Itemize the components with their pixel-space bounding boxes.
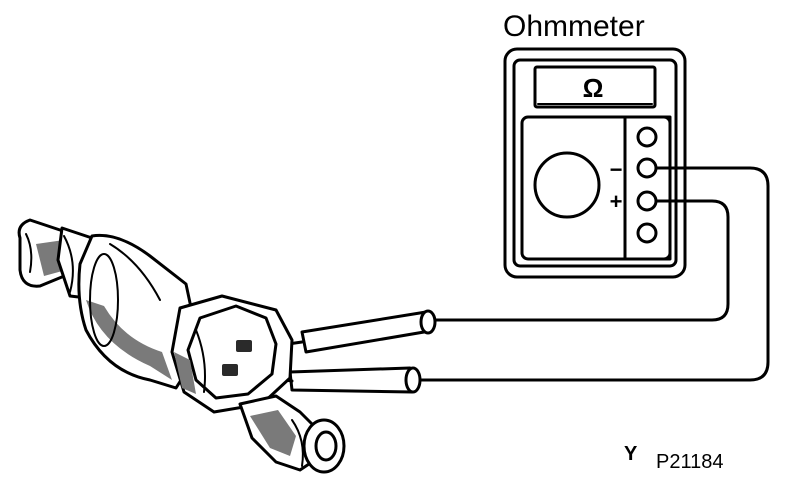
fuel-injector xyxy=(17,218,346,474)
plus-label: + xyxy=(610,189,623,214)
minus-label: − xyxy=(610,157,623,182)
jack-plus xyxy=(636,190,658,212)
meter-dial xyxy=(533,151,601,219)
meter-display xyxy=(533,65,657,109)
ohmmeter-title: Ohmmeter xyxy=(503,10,645,43)
terminal-lower xyxy=(222,364,238,376)
figure-code-letter: Y xyxy=(624,443,638,465)
figure-code: P21184 xyxy=(656,451,723,473)
ohm-symbol: Ω xyxy=(583,73,604,103)
jack-1 xyxy=(636,126,658,148)
test-leads xyxy=(230,166,770,394)
plus-lead-wire xyxy=(430,199,730,322)
ohmmeter: Ω − + xyxy=(503,47,687,279)
jack-minus xyxy=(636,157,658,179)
jack-4 xyxy=(636,222,658,244)
probe-lower xyxy=(288,366,419,394)
minus-lead-wire xyxy=(418,166,770,382)
terminal-upper xyxy=(236,340,252,352)
probe-upper xyxy=(300,310,435,354)
